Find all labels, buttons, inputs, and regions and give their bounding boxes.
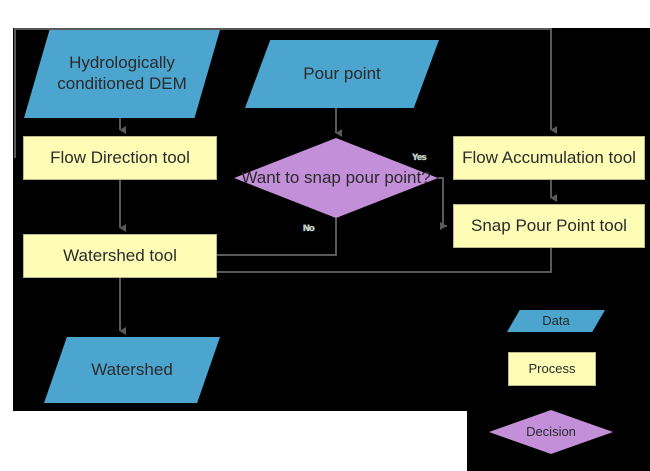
process-shape bbox=[508, 352, 596, 386]
data-shape bbox=[507, 310, 605, 332]
process-shape bbox=[453, 136, 645, 180]
legend-item-process: Process bbox=[508, 352, 596, 386]
node-label: Flow Direction tool bbox=[50, 147, 190, 167]
node-watershed-tool[interactable]: Watershed tool bbox=[23, 234, 217, 278]
legend-label: Process bbox=[528, 361, 576, 377]
process-shape bbox=[23, 136, 217, 180]
data-shape bbox=[44, 337, 220, 403]
node-decision-want-to-snap-pour-point[interactable]: Want to snap pour point? bbox=[234, 138, 438, 218]
node-flow-direction-tool[interactable]: Flow Direction tool bbox=[23, 136, 217, 180]
node-flow-accumulation-tool[interactable]: Flow Accumulation tool bbox=[453, 136, 645, 180]
node-snap-pour-point-tool[interactable]: Snap Pour Point tool bbox=[453, 204, 645, 248]
node-label: Snap Pour Point tool bbox=[471, 215, 627, 235]
node-label: Pour point bbox=[303, 63, 381, 83]
node-label: Watershed tool bbox=[63, 245, 177, 265]
branch-label-no: No bbox=[303, 223, 315, 233]
legend-item-data: Data bbox=[507, 310, 605, 332]
node-label: Flow Accumulation tool bbox=[462, 147, 636, 167]
data-shape bbox=[245, 40, 439, 108]
node-hydrologically-conditioned-dem[interactable]: Hydrologically conditioned DEM bbox=[24, 30, 220, 118]
node-label: Watershed bbox=[91, 359, 173, 379]
branch-label-yes: Yes bbox=[412, 152, 427, 162]
node-label: Want to snap pour point? bbox=[241, 167, 431, 187]
connector-snap-to-watershedtool bbox=[54, 248, 552, 276]
connector-decision-yes-to-snap bbox=[438, 177, 447, 230]
node-pour-point[interactable]: Pour point bbox=[245, 40, 439, 108]
node-watershed[interactable]: Watershed bbox=[44, 337, 220, 403]
data-shape bbox=[24, 30, 220, 118]
node-label: Hydrologically conditioned DEM bbox=[57, 53, 187, 93]
legend-item-decision: Decision bbox=[489, 410, 613, 454]
process-shape bbox=[453, 204, 645, 248]
connector-flowdirection-to-flowaccumulation bbox=[14, 28, 557, 158]
legend-label: Data bbox=[542, 313, 570, 329]
legend-label: Decision bbox=[526, 424, 576, 440]
